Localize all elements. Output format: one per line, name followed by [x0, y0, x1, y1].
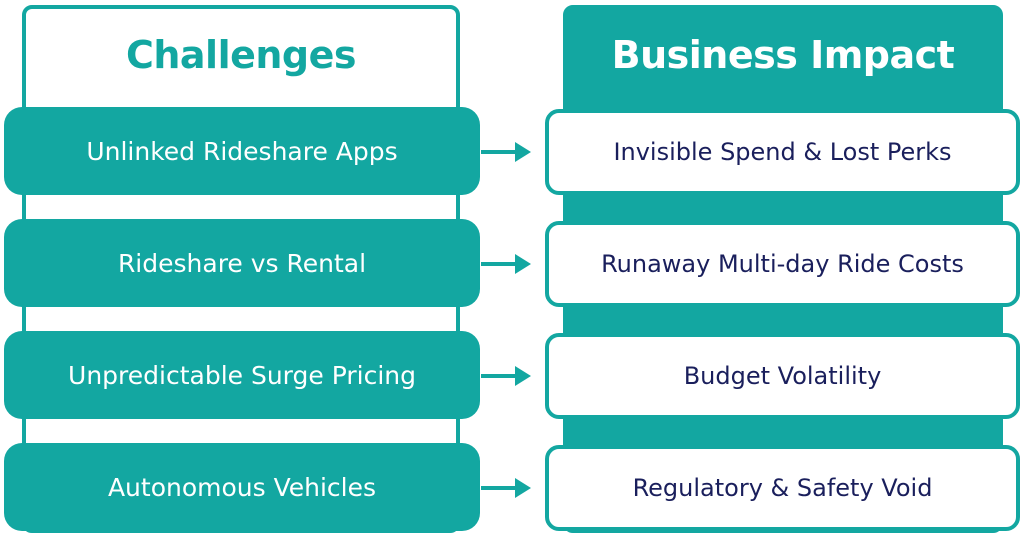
challenge-box: Unlinked Rideshare Apps: [4, 107, 480, 195]
challenge-box: Autonomous Vehicles: [4, 443, 480, 531]
impact-box: Runaway Multi-day Ride Costs: [545, 221, 1020, 307]
challenge-box: Rideshare vs Rental: [4, 219, 480, 307]
impact-box: Regulatory & Safety Void: [545, 445, 1020, 531]
challenges-heading: Challenges: [125, 33, 357, 77]
business-impact-heading: Business Impact: [611, 33, 955, 77]
arrow-right-icon: [481, 366, 531, 386]
arrow-right-icon: [481, 254, 531, 274]
impact-box: Invisible Spend & Lost Perks: [545, 109, 1020, 195]
arrow-right-icon: [481, 142, 531, 162]
challenge-box: Unpredictable Surge Pricing: [4, 331, 480, 419]
impact-box: Budget Volatility: [545, 333, 1020, 419]
arrow-right-icon: [481, 478, 531, 498]
